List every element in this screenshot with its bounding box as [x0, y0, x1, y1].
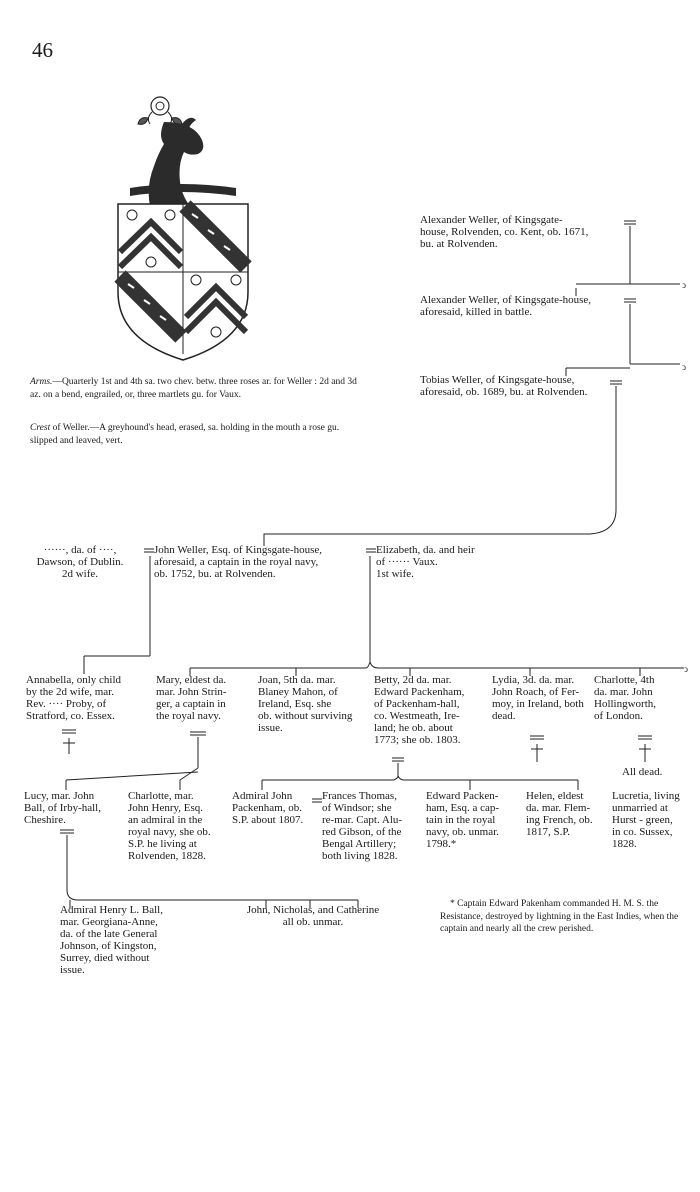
- person-john-nicholas-catherine: John, Nicholas, and Catherine all ob. un…: [246, 904, 380, 928]
- quarter-vaux-2: [179, 200, 252, 273]
- person-admiral-john-packenham: Admiral John Packenham, ob. S.P. about 1…: [232, 790, 304, 826]
- person-admiral-henry-ball: Admiral Henry L. Ball, mar. Georgiana-An…: [60, 904, 163, 976]
- person-annabella: Annabella, only child by the 2d wife, ma…: [26, 674, 122, 722]
- svg-text:ↄ: ↄ: [682, 362, 686, 372]
- cross-lydia: [530, 735, 544, 762]
- person-charlotte-henry: Charlotte, mar. John Henry, Esq. an admi…: [128, 790, 211, 862]
- person-edward-packenham: Edward Packen- ham, Esq. a cap- tain in …: [426, 790, 499, 850]
- quarter-weller-4: [183, 274, 249, 338]
- arms-blazon: Arms.—Quarterly 1st and 4th sa. two chev…: [30, 376, 360, 401]
- quarter-vaux-3: [114, 270, 187, 343]
- arms-label: Arms.: [30, 377, 53, 387]
- person-helen: Helen, eldest da. mar. Flem- ing French,…: [526, 790, 593, 838]
- person-frances-thomas: Frances Thomas, of Windsor; she re-mar. …: [322, 790, 403, 862]
- person-alexander-weller-battle: Alexander Weller, of Kingsgate-house, af…: [420, 294, 592, 318]
- greyhound-head-icon: [148, 117, 204, 209]
- person-betty: Betty, 2d da. mar. Edward Packenham, of …: [374, 674, 465, 746]
- person-alexander-weller-1671: Alexander Weller, of Kingsgate- house, R…: [420, 214, 589, 250]
- svg-text:ↄ: ↄ: [682, 280, 686, 290]
- crest-blazon: Crest of Weller.—A greyhound's head, era…: [30, 422, 360, 447]
- person-lucretia: Lucretia, living unmarried at Hurst - gr…: [612, 790, 680, 850]
- crest-label: Crest: [30, 423, 51, 433]
- svg-text:ↄ: ↄ: [684, 664, 688, 674]
- cross-annabella: [62, 729, 76, 754]
- person-tobias-weller: Tobias Weller, of Kingsgate-house, afore…: [420, 374, 588, 398]
- arms-text: —Quarterly 1st and 4th sa. two chev. bet…: [30, 377, 357, 400]
- person-mary: Mary, eldest da. mar. John Strin- ger, a…: [156, 674, 227, 722]
- cross-charlotte: [638, 735, 652, 762]
- all-dead-note: All dead.: [622, 766, 663, 778]
- person-elizabeth-vaux: Elizabeth, da. and heir of ······ Vaux. …: [376, 544, 475, 580]
- footnote: * Captain Edward Pakenham commanded H. M…: [440, 899, 679, 934]
- person-dawson-wife: ······, da. of ····, Dawson, of Dublin. …: [36, 544, 124, 580]
- person-lydia: Lydia, 3d. da. mar. John Roach, of Fer- …: [492, 674, 584, 722]
- person-charlotte-4th: Charlotte, 4th da. mar. John Hollingwort…: [594, 674, 657, 722]
- crest-rose-icon: [137, 96, 183, 125]
- person-joan: Joan, 5th da. mar. Blaney Mahon, of Irel…: [258, 674, 353, 734]
- quarter-weller-1: [117, 209, 184, 270]
- person-john-weller: John Weller, Esq. of Kingsgate-house, af…: [154, 544, 323, 580]
- page-number: 46: [32, 38, 53, 62]
- coat-of-arms-icon: [114, 96, 252, 361]
- person-lucy: Lucy, mar. John Ball, of Irby-hall, Ches…: [24, 790, 101, 826]
- crest-text: of Weller.—A greyhound's head, erased, s…: [30, 423, 340, 446]
